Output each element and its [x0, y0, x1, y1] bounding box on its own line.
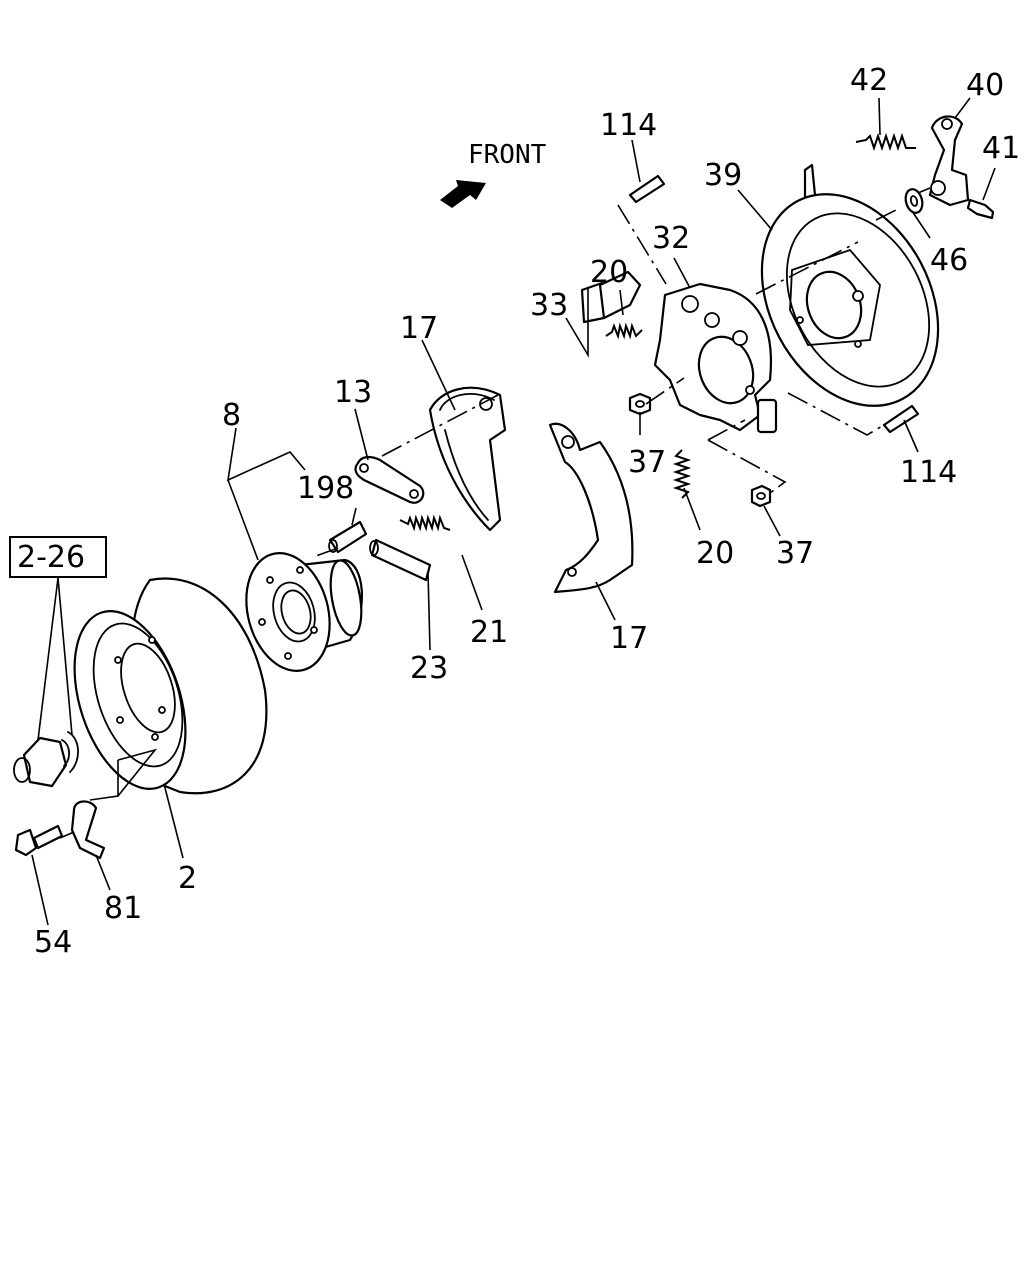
callout-39: 39: [704, 158, 742, 193]
backing-bracket: [653, 282, 778, 434]
front-label: FRONT: [468, 140, 547, 170]
callout-labels: 42 40 41 114 39 32 46 20 33 17 13 8 37 1…: [9, 63, 1020, 960]
callout-2-26-box: 2-26: [9, 536, 107, 578]
callout-2: 2: [178, 861, 197, 896]
callout-21: 21: [470, 615, 508, 650]
bolt-and-clip: [14, 800, 106, 860]
callout-46: 46: [930, 243, 968, 278]
nut-37-lower: [750, 484, 772, 508]
backing-plate: [760, 163, 940, 407]
callout-40: 40: [966, 68, 1004, 103]
callout-13: 13: [334, 375, 372, 410]
wheel-hub: [245, 552, 364, 672]
nut-37-upper: [628, 392, 652, 416]
spring-20-lower: [672, 449, 692, 499]
callout-198: 198: [297, 471, 354, 506]
leader-lines: [31, 97, 996, 926]
callout-37-lower: 37: [776, 536, 814, 571]
stud-114-upper: [628, 174, 666, 204]
spring-42: [855, 132, 916, 152]
callout-32: 32: [652, 221, 690, 256]
callout-23: 23: [410, 651, 448, 686]
callout-114-upper: 114: [600, 108, 657, 143]
callout-54: 54: [34, 925, 72, 960]
callout-17-upper: 17: [400, 311, 438, 346]
hub-nut: [13, 731, 79, 788]
callout-2-26: 2-26: [17, 540, 85, 575]
washer: [904, 188, 924, 214]
brake-lever: [928, 115, 970, 207]
callout-20-upper: 20: [590, 255, 628, 290]
brake-shoe-lower: [548, 422, 634, 594]
callout-17-lower: 17: [610, 621, 648, 656]
front-direction-indicator: FRONT: [440, 140, 547, 208]
callout-37-upper: 37: [628, 445, 666, 480]
return-spring-21: [399, 514, 451, 532]
callout-114-lower: 114: [900, 455, 957, 490]
assembly-lines: [59, 187, 931, 839]
callout-20-lower: 20: [696, 536, 734, 571]
callout-42: 42: [850, 63, 888, 98]
callout-8: 8: [222, 398, 241, 433]
callout-33: 33: [530, 288, 568, 323]
shoe-link: [354, 455, 425, 504]
brake-drum: [73, 577, 268, 795]
callout-41: 41: [982, 131, 1020, 166]
stud-114-lower: [882, 404, 920, 434]
lever-pin: [966, 198, 995, 220]
anchor-pins: [328, 520, 432, 582]
brake-shoe-upper: [428, 386, 507, 532]
front-arrow-icon: [440, 180, 486, 208]
callout-81: 81: [104, 891, 142, 926]
spring-20-upper: [605, 322, 643, 340]
